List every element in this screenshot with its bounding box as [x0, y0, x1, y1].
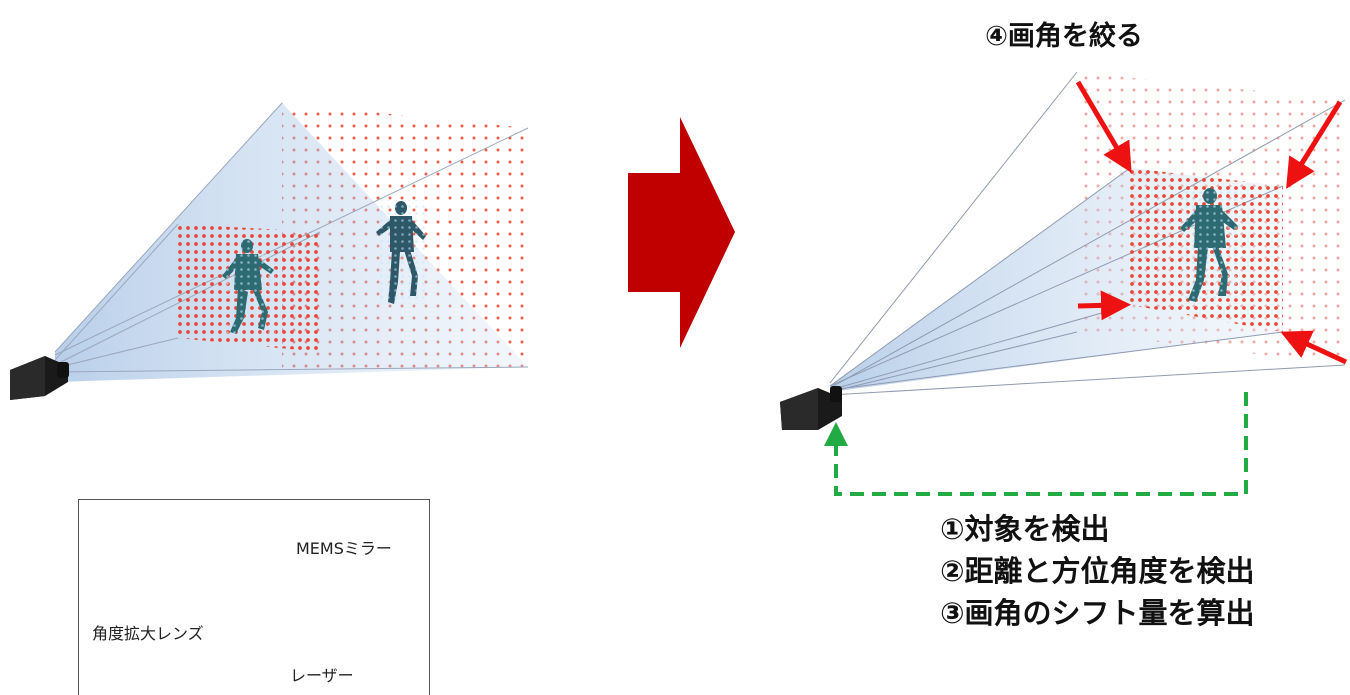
pointer-arrow-bottom-right	[1280, 330, 1348, 365]
pointer-arrow-top-right	[1286, 100, 1343, 189]
camera-icon	[10, 356, 69, 400]
step-detect-distance-azimuth: ②距離と方位角度を検出	[940, 554, 1255, 588]
pointer-arrow-bottom-left	[1077, 290, 1131, 321]
running-person-far	[376, 200, 428, 304]
mems-optics-inset	[78, 499, 430, 695]
right-scene	[780, 71, 1348, 496]
running-person-near	[222, 238, 276, 338]
transition-arrow	[628, 117, 735, 348]
laser-label: レーザー	[290, 666, 354, 685]
narrowing-pointer-arrows	[1075, 80, 1348, 365]
fov-lines-right	[829, 71, 1346, 396]
running-person-target	[1180, 188, 1240, 304]
step-calc-shift: ③画角のシフト量を算出	[940, 596, 1255, 630]
mems-mirror-label: MEMSミラー	[296, 539, 392, 558]
camera-icon	[780, 386, 842, 430]
processing-steps: ①対象を検出 ②距離と方位角度を検出 ③画角のシフト量を算出	[940, 508, 1255, 634]
angle-lens-label: 角度拡大レンズ	[92, 624, 204, 643]
feedback-loop-dashed-arrow	[824, 392, 1248, 496]
pointer-arrow-top-left	[1075, 80, 1132, 173]
narrow-angle-title: ④画角を絞る	[985, 21, 1143, 52]
step-detect-target: ①対象を検出	[940, 512, 1110, 546]
left-scene	[10, 102, 529, 400]
